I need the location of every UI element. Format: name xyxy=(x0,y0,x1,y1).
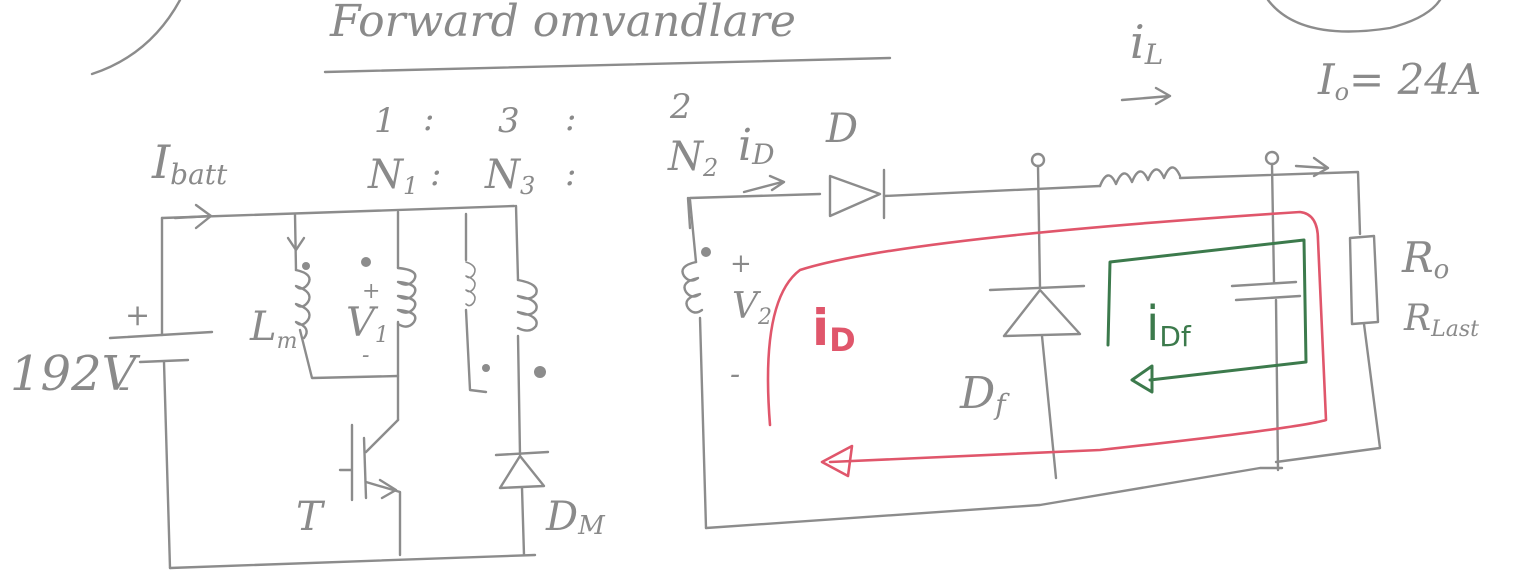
sec-wire-top xyxy=(686,192,822,230)
primary-coil xyxy=(396,266,417,328)
n3-label: N3 xyxy=(484,152,535,200)
ratio-n2: 2 xyxy=(669,87,692,127)
lm-arrow xyxy=(286,236,306,252)
v2-label: V2 xyxy=(732,286,772,330)
sec-coil xyxy=(681,260,704,314)
t-emitter xyxy=(364,480,402,557)
lm-label: Lm xyxy=(249,304,297,354)
v1-label: V1 xyxy=(346,300,389,348)
wire-source-top xyxy=(160,204,516,220)
cap-plate-bottom xyxy=(1234,294,1302,302)
rload-body xyxy=(1348,234,1380,326)
battery-long-plate xyxy=(108,330,214,340)
junction-node-df xyxy=(1030,152,1046,168)
i-batt-arrow xyxy=(173,203,213,230)
io-label: Io= 24A xyxy=(1317,55,1481,106)
n-colon-2: : xyxy=(565,154,576,194)
ratio-colon-1: : xyxy=(423,99,434,139)
il-arrow xyxy=(1120,86,1172,106)
i-batt-label: Ibatt xyxy=(151,135,228,191)
v2-plus: + xyxy=(730,249,752,279)
ratio-n3: 3 xyxy=(498,101,520,141)
rload-wire-bottom xyxy=(1274,322,1382,464)
dm-label: DM xyxy=(545,494,606,541)
wire-after-inductor xyxy=(1178,170,1362,236)
source-voltage-label: 192V xyxy=(10,346,141,402)
id-arrow xyxy=(742,174,786,194)
diode-label: D xyxy=(825,106,858,152)
ratio-n1: 1 xyxy=(374,101,396,141)
green-current-loop xyxy=(1106,238,1308,382)
ro-label: Ro xyxy=(1401,233,1449,285)
cap-wire-top xyxy=(1270,162,1276,284)
sec-wire-upper xyxy=(688,198,698,264)
id-label: iD xyxy=(738,120,775,171)
green-loop-arrowhead xyxy=(1130,364,1154,394)
demag-wire-right xyxy=(514,204,520,282)
wire-bottom-primary xyxy=(168,553,537,570)
v2-minus: - xyxy=(730,357,740,392)
red-loop-label: iD xyxy=(812,299,856,359)
dm-triangle xyxy=(498,454,546,490)
title-text: Forward omvandlare xyxy=(329,0,796,47)
dm-wire-bottom xyxy=(520,486,526,557)
t-channel xyxy=(362,436,368,500)
cap-plate-top xyxy=(1230,280,1298,288)
t-gate xyxy=(338,423,354,502)
sec-wire-lower xyxy=(698,316,708,530)
demag-coil-small xyxy=(465,261,476,307)
io-arrow xyxy=(1294,156,1330,178)
lm-coil xyxy=(294,268,311,340)
corner-arc-right xyxy=(1266,0,1442,33)
demag-dot xyxy=(534,366,546,378)
red-loop-arrowhead xyxy=(820,444,854,478)
green-loop-label: iDf xyxy=(1146,296,1192,353)
ratio-colon-2: : xyxy=(565,99,576,139)
title-underline xyxy=(323,56,892,74)
t-collector xyxy=(364,418,400,454)
battery-minus: - xyxy=(118,367,130,407)
v1-plus: + xyxy=(362,279,380,304)
red-current-loop xyxy=(766,210,1328,464)
wire-source-lower xyxy=(162,360,172,570)
sec-dot xyxy=(701,247,711,257)
dm-bar xyxy=(494,450,550,457)
diode-triangle xyxy=(828,174,882,218)
v1-minus: - xyxy=(362,343,369,368)
lm-wire-bottom xyxy=(298,328,400,380)
demag-dot-small xyxy=(482,364,490,372)
cap-wire-bottom xyxy=(1274,298,1280,472)
demag-wire-left-bottom xyxy=(464,308,488,394)
n1-label: N1 xyxy=(367,152,418,200)
n-colon-1: : xyxy=(430,154,441,194)
lm-wire-top xyxy=(293,213,298,272)
df-bar xyxy=(988,284,1086,292)
junction-node-cap xyxy=(1264,150,1280,166)
t-arrow xyxy=(378,478,398,500)
demag-wire-down xyxy=(516,334,522,457)
n2-label: N2 xyxy=(667,134,718,182)
il-label: iL xyxy=(1130,15,1163,71)
df-label: Df xyxy=(959,368,1010,421)
rload-label: RLast xyxy=(1403,298,1479,342)
df-wire-top xyxy=(1036,164,1042,290)
wire-top-right xyxy=(882,184,1102,198)
df-wire-bottom xyxy=(1040,334,1058,480)
inductor-coil xyxy=(1098,166,1182,188)
df-triangle xyxy=(1002,288,1082,338)
battery-plus: + xyxy=(125,298,150,333)
wire-bottom-secondary xyxy=(704,466,1284,530)
primary-dot xyxy=(361,257,371,267)
t-label: T xyxy=(296,494,326,540)
corner-arc-left xyxy=(90,0,182,76)
lm-dot xyxy=(302,262,310,270)
demag-coil xyxy=(516,278,538,332)
